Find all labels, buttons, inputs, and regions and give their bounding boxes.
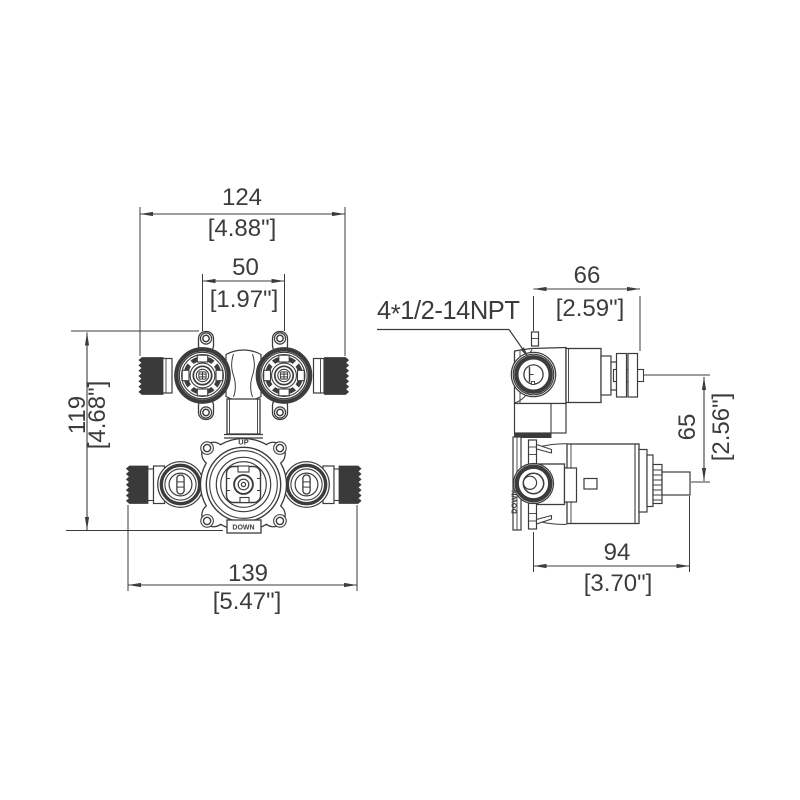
svg-text:[2.59"]: [2.59"] <box>556 295 625 322</box>
svg-text:4*1/2-14NPT: 4*1/2-14NPT <box>377 297 519 329</box>
svg-text:[5.47"]: [5.47"] <box>213 588 282 615</box>
svg-text:UP: UP <box>238 438 248 447</box>
svg-text:139: 139 <box>228 560 268 587</box>
svg-text:[3.70"]: [3.70"] <box>584 570 653 597</box>
svg-text:[4.88"]: [4.88"] <box>208 215 277 242</box>
svg-text:[1.97"]: [1.97"] <box>210 286 279 313</box>
svg-text:DOWN: DOWN <box>510 490 519 514</box>
svg-text:DOWN: DOWN <box>232 525 254 532</box>
svg-text:94: 94 <box>604 539 631 566</box>
svg-text:50: 50 <box>232 254 259 281</box>
svg-text:65: 65 <box>674 414 701 441</box>
svg-text:119: 119 <box>64 396 91 434</box>
svg-text:[4.68"]: [4.68"] <box>84 381 111 450</box>
svg-text:124: 124 <box>222 184 262 211</box>
svg-text:[2.56"]: [2.56"] <box>708 393 735 462</box>
svg-text:66: 66 <box>574 262 601 289</box>
